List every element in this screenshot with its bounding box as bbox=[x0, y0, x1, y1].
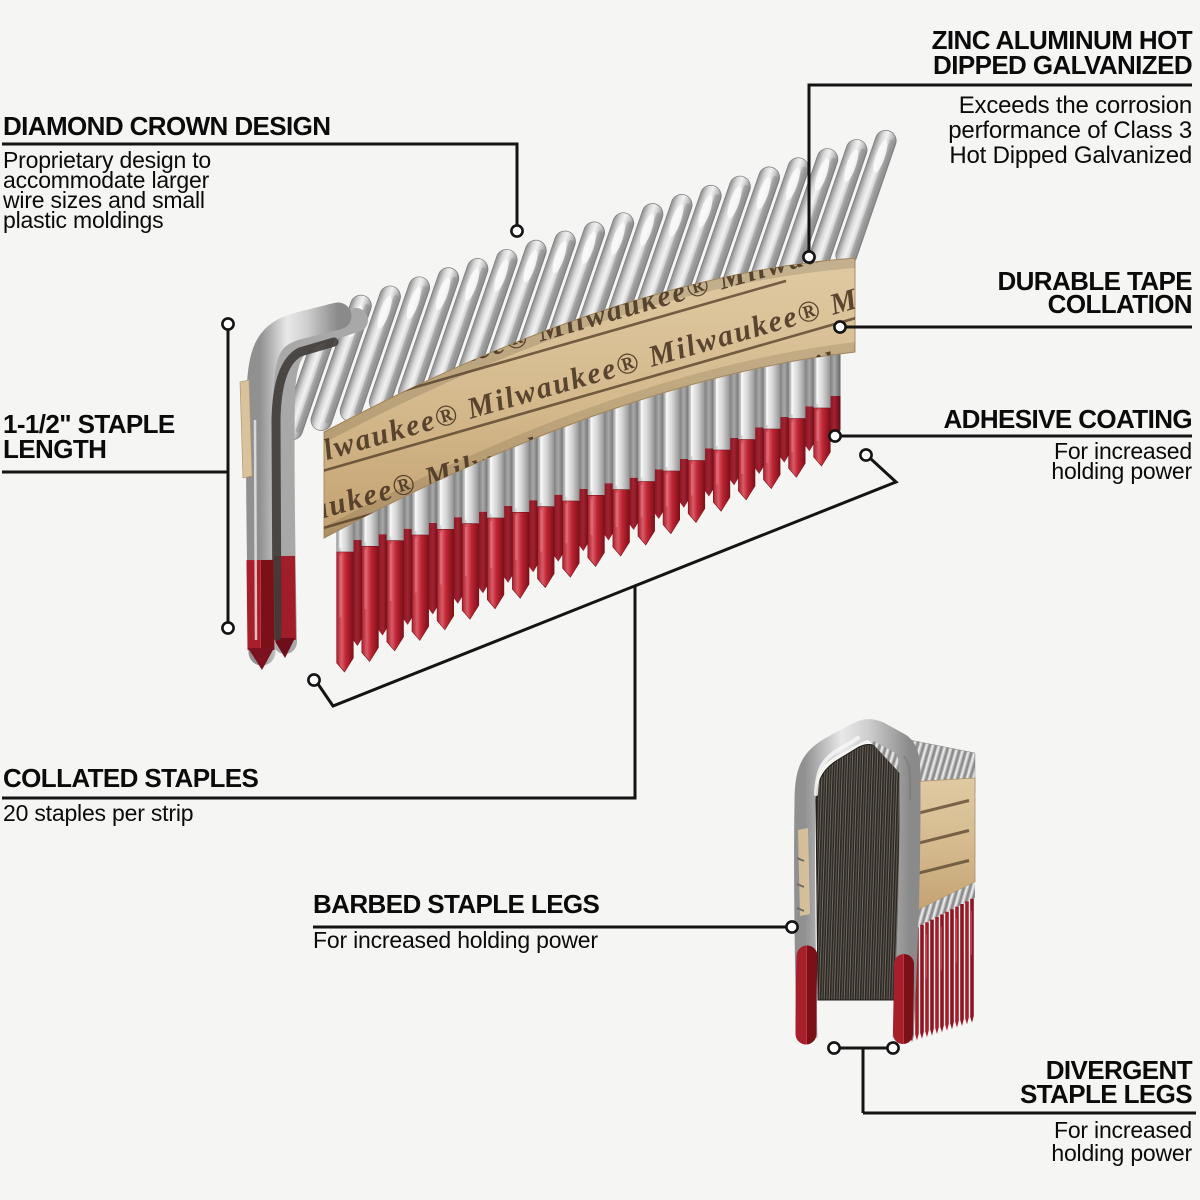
adhesive-coating-title: ADHESIVE COATING bbox=[943, 404, 1193, 434]
diamond-crown-title: DIAMOND CROWN DESIGN bbox=[3, 111, 331, 141]
staple-length-title-line: LENGTH bbox=[3, 434, 107, 464]
divergent-legs-body: For increased holding power bbox=[1051, 1119, 1192, 1165]
divergent-legs-title: DIVERGENT STAPLE LEGS bbox=[1019, 1055, 1193, 1109]
divergent-legs-body-line: holding power bbox=[1051, 1140, 1192, 1166]
callout-lines bbox=[2, 83, 1196, 1115]
adhesive-coating-body-line: For increased bbox=[1053, 438, 1192, 464]
tape-collation-title-line: DURABLE TAPE bbox=[997, 266, 1192, 296]
adhesive-coating-body: For increased holding power bbox=[1051, 438, 1192, 484]
zinc-galvanized-body: Exceeds the corrosion performance of Cla… bbox=[948, 93, 1192, 168]
staple-length-title-line: 1-1/2" STAPLE bbox=[3, 409, 175, 439]
collated-staples-body: 20 staples per strip bbox=[3, 800, 194, 826]
divergent-legs-title-line: DIVERGENT bbox=[1045, 1055, 1193, 1085]
zinc-galvanized-body-line: Hot Dipped Galvanized bbox=[949, 142, 1192, 169]
adhesive-coating-body-line: holding power bbox=[1051, 458, 1192, 484]
staple-length-title: 1-1/2" STAPLE LENGTH bbox=[3, 409, 175, 464]
diamond-crown-body-line: accommodate larger bbox=[3, 167, 210, 193]
single-staple-image bbox=[794, 719, 976, 1045]
divergent-legs-title-line: STAPLE LEGS bbox=[1019, 1079, 1193, 1109]
zinc-galvanized-body-line: performance of Class 3 bbox=[948, 117, 1192, 144]
diamond-crown-body-line: plastic moldings bbox=[3, 207, 164, 233]
barbed-legs-title: BARBED STAPLE LEGS bbox=[313, 889, 600, 919]
tape-collation-title: DURABLE TAPE COLLATION bbox=[997, 266, 1193, 319]
diamond-crown-body-line: wire sizes and small bbox=[3, 187, 205, 213]
collated-staples-title: COLLATED STAPLES bbox=[3, 763, 259, 793]
divergent-legs-body-line: For increased bbox=[1053, 1117, 1192, 1143]
zinc-galvanized-title-line: ZINC ALUMINUM HOT bbox=[931, 25, 1193, 55]
zinc-galvanized-title: ZINC ALUMINUM HOT DIPPED GALVANIZED bbox=[931, 25, 1193, 80]
diamond-crown-body: Proprietary design to accommodate larger… bbox=[3, 147, 212, 233]
zinc-galvanized-title-line: DIPPED GALVANIZED bbox=[933, 50, 1193, 80]
tape-collation-title-line: COLLATION bbox=[1047, 289, 1193, 319]
diamond-crown-body-line: Proprietary design to bbox=[3, 147, 212, 173]
zinc-galvanized-body-line: Exceeds the corrosion bbox=[958, 92, 1192, 119]
staple-strip-image: Milwaukee® Milwaukee® Milwaukee® Milwauk… bbox=[239, 129, 897, 673]
barbed-legs-body: For increased holding power bbox=[313, 927, 598, 953]
